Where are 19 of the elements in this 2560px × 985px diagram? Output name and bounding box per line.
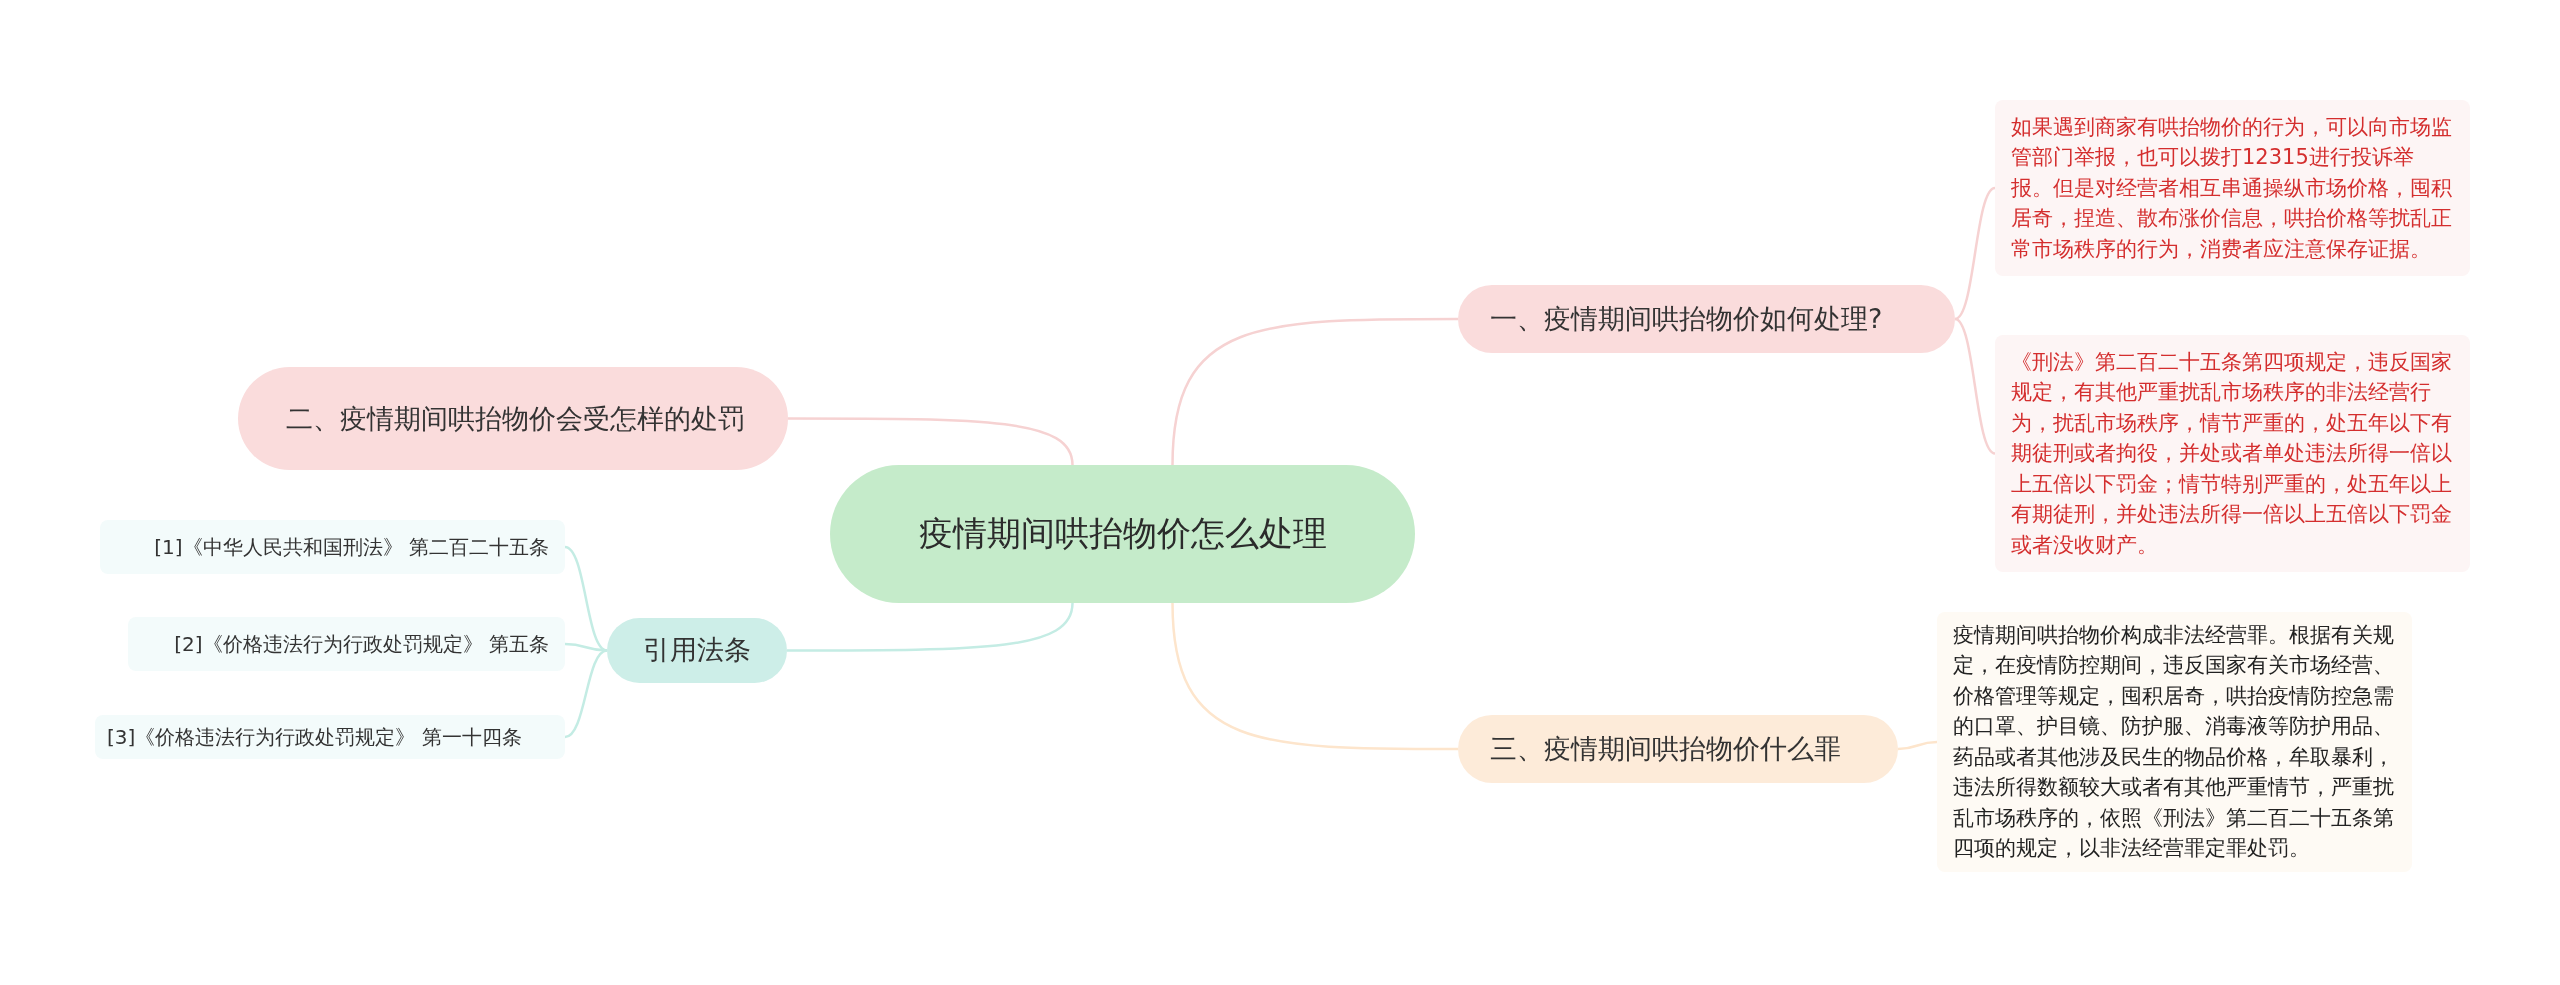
detail-text: 如果遇到商家有哄抬物价的行为，可以向市场监管部门举报，也可以拨打12315进行投诉举报。但是对经营者相互串通操纵市场价格，囤积居奇，捏造、散布涨价信息，哄抬价格等扰乱正常市场秩序的行为，消费者应注意保存证据。 <box>1995 100 2470 277</box>
connector-line <box>1171 602 1458 751</box>
central-topic: 疫情期间哄抬物价怎么处理 <box>830 465 1415 603</box>
connector-line <box>1897 740 1938 751</box>
connector-line <box>1954 186 1996 321</box>
connector-line <box>788 417 1074 466</box>
topic-pill: 引用法条 <box>607 618 787 683</box>
reference-text: [3]《价格违法行为行政处罚规定》 第一十四条 <box>95 715 565 759</box>
connector-line <box>1171 317 1458 466</box>
reference-text: [2]《价格违法行为行政处罚规定》 第五条 <box>128 617 565 671</box>
detail-text: 疫情期间哄抬物价构成非法经营罪。根据有关规定，在疫情防控期间，违反国家有关市场经营、价格管理等规定，囤积居奇，哄抬疫情防控急需的口罩、护目镜、防护服、消毒液等防护用品、药品或者其他涉及民生的物品价格，牟取暴利，违法所得数额较大或者有其他严重情节，严重扰乱市场秩序的，依照《刑法》第二百二十五条第四项的规定，以非法经营罪定罪处罚。 <box>1937 612 2412 872</box>
topic-pill: 二、疫情期间哄抬物价会受怎样的处罚 <box>238 367 788 470</box>
connector-line <box>1954 317 1996 455</box>
topic-pill: 三、疫情期间哄抬物价什么罪 <box>1458 715 1898 783</box>
connector-line <box>787 602 1074 652</box>
reference-text: [1]《中华人民共和国刑法》 第二百二十五条 <box>100 520 565 574</box>
topic-pill: 一、疫情期间哄抬物价如何处理? <box>1458 285 1955 353</box>
detail-text: 《刑法》第二百二十五条第四项规定，违反国家规定，有其他严重扰乱市场秩序的非法经营行为，扰乱市场秩序，情节严重的，处五年以下有期徒刑或者拘役，并处或者单处违法所得一倍以上五倍以下罚金；情节特别严重的，处五年以上有期徒刑，并处违法所得一倍以上五倍以下罚金或者没收财产。 <box>1995 335 2470 573</box>
connector-line <box>564 649 608 739</box>
